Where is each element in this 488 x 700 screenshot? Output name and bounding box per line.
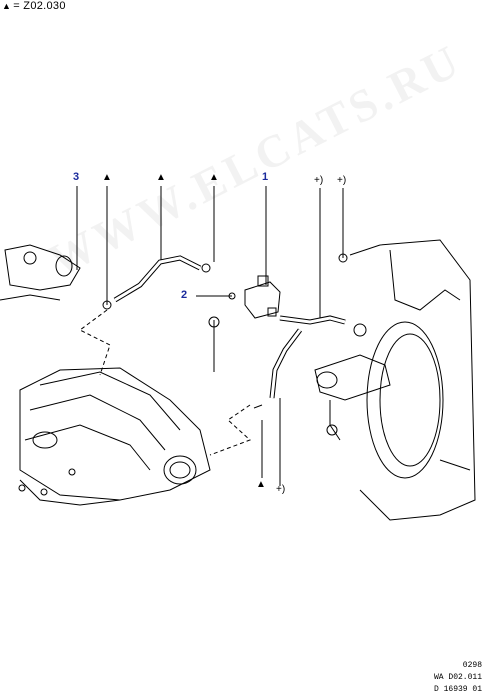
footer-code-3: D 16939 01 — [433, 685, 482, 694]
triangle-icon: ▲ — [156, 172, 166, 183]
footer-code-1: 0298 — [462, 661, 482, 670]
legend-text: = Z02.030 — [13, 0, 66, 12]
plus-mark: +) — [276, 484, 286, 495]
triangle-icon: ▲ — [256, 479, 266, 490]
plus-mark: +) — [314, 175, 324, 186]
triangle-icon: ▲ — [102, 172, 112, 183]
callout-2: 2 — [181, 289, 188, 301]
callout-1: 1 — [262, 171, 269, 183]
footer-code-2: WA D02.011 — [433, 673, 482, 682]
callout-3: 3 — [73, 171, 80, 183]
triangle-icon: ▲ — [2, 1, 12, 11]
legend: ▲= Z02.030 — [2, 0, 66, 12]
plus-mark: +) — [337, 175, 347, 186]
triangle-icon: ▲ — [209, 172, 219, 183]
